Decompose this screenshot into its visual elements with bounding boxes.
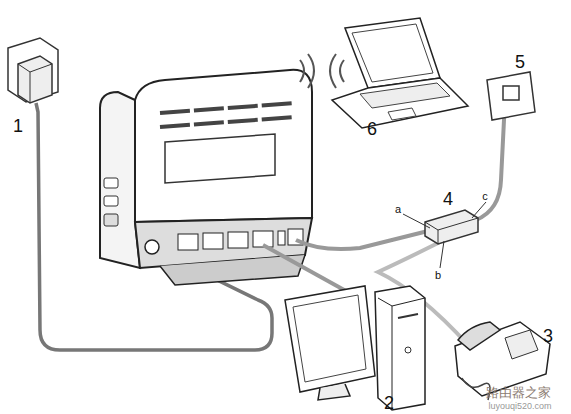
callout-number: 1	[13, 117, 23, 135]
laptop-touchpad	[388, 108, 416, 120]
callout-letter: c	[482, 191, 488, 202]
phone-cable	[296, 231, 428, 249]
callout-number: 6	[367, 120, 377, 138]
wifi-wave	[308, 54, 314, 88]
adapter-edge	[18, 64, 52, 103]
callout-letter: a	[395, 204, 401, 215]
wall-outlet	[8, 38, 58, 102]
router-body	[135, 70, 312, 222]
laptop-keyboard	[360, 83, 450, 108]
telephone-keypad	[505, 330, 538, 359]
router-button	[104, 214, 118, 226]
laptop-screen	[345, 18, 440, 88]
callout-number: 5	[515, 53, 525, 71]
wifi-wave	[330, 54, 336, 88]
lan-port	[178, 234, 198, 250]
router-window	[165, 134, 275, 183]
monitor-screen	[293, 295, 366, 382]
wifi-wave	[300, 60, 304, 82]
watermark: 路由器之家	[486, 386, 551, 399]
callout-letter: b	[435, 270, 441, 281]
lan-port	[203, 233, 223, 249]
leader-line	[440, 241, 444, 268]
power-port	[145, 240, 159, 254]
callout-number: 2	[384, 394, 394, 412]
callout-number: 4	[443, 190, 453, 208]
tower-drive	[398, 314, 418, 318]
router-stand	[160, 255, 305, 285]
laptop-display	[352, 24, 433, 82]
ethernet-cable	[263, 245, 355, 296]
wall-jack	[487, 72, 535, 120]
splitter-edge	[425, 218, 478, 244]
lan-port	[253, 231, 273, 247]
laptop-base	[332, 78, 468, 128]
router-button	[104, 178, 118, 188]
router-vent	[160, 103, 295, 113]
splitter	[425, 210, 478, 244]
power-adapter	[18, 56, 52, 103]
watermark: luyouqi520.com	[488, 402, 551, 411]
wifi-wave	[340, 60, 344, 82]
router-button	[104, 196, 118, 206]
tower-button	[405, 347, 411, 353]
callout-number: 3	[543, 327, 553, 345]
usb-port	[278, 231, 285, 245]
monitor-stand	[318, 384, 350, 400]
jack-socket	[503, 86, 519, 100]
pc-tower	[375, 286, 425, 410]
router-vent	[160, 117, 295, 127]
leader-line	[472, 202, 486, 218]
monitor	[285, 286, 375, 392]
telephone-handset	[458, 322, 500, 350]
leader-line	[403, 214, 430, 228]
lan-port	[228, 232, 248, 248]
